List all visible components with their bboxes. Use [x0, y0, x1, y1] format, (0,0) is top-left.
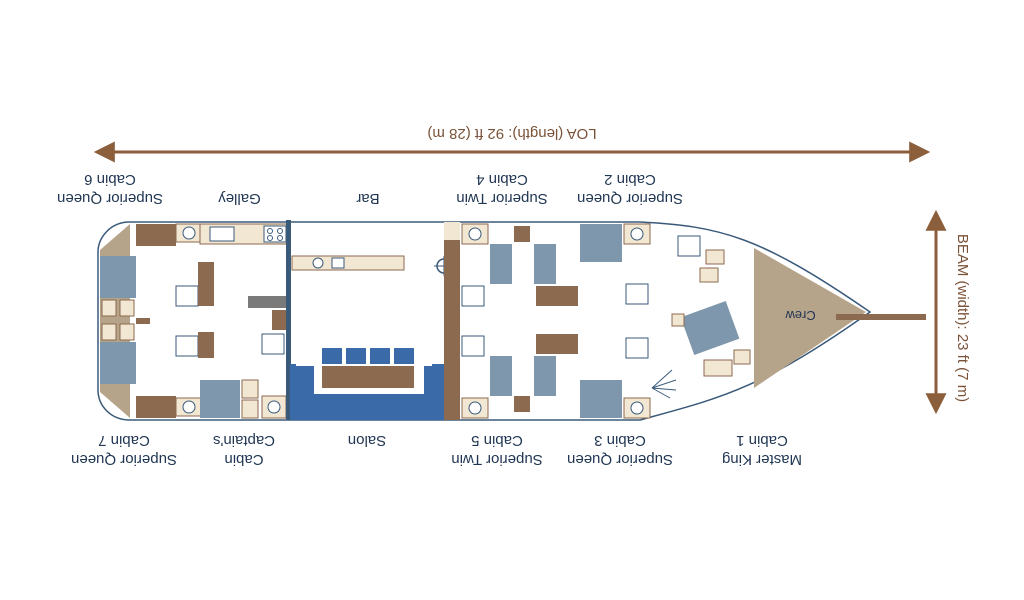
salon-chair	[346, 348, 366, 364]
aft-partition	[198, 262, 214, 306]
sink-icon	[630, 227, 644, 241]
cabin-1-nightstand	[671, 313, 685, 327]
galley-table	[272, 310, 288, 330]
cabin-1-chair-2	[699, 267, 719, 283]
label-cabin-6: Cabin 6	[84, 171, 136, 188]
salon-table	[322, 366, 414, 388]
aft-partition-2	[198, 332, 214, 358]
label-cabin-5-type: Superior Twin	[451, 451, 542, 468]
cabin-1-chair	[705, 249, 725, 265]
salon-cushion-right	[424, 366, 442, 418]
bar-counter	[291, 255, 405, 271]
label-cabin-2: Cabin 2	[604, 171, 656, 188]
forward-bulkhead	[444, 222, 460, 420]
label-cabin-6-type: Superior Queen	[57, 190, 163, 207]
sink-icon	[630, 401, 644, 415]
sink-icon	[267, 400, 281, 414]
stern-panel	[100, 224, 130, 418]
cabin-1-dresser	[703, 359, 733, 377]
aft-corridor-door	[136, 318, 150, 324]
cabin-1-bath-fixture	[677, 235, 701, 257]
cabin-4-nightstand	[514, 226, 530, 242]
sink-icon	[468, 401, 482, 415]
shower-icon	[461, 335, 485, 357]
label-cabin-1-type: Master King	[722, 451, 802, 468]
salon-chair	[394, 348, 414, 364]
cabin-5-bed-2	[534, 356, 556, 396]
burner-icon	[267, 235, 273, 241]
cabin-3-bed	[580, 380, 622, 418]
label-cabin-2-type: Superior Queen	[577, 190, 683, 207]
burner-icon	[277, 235, 283, 241]
shower-icon	[261, 333, 285, 355]
cabin-2-bed	[580, 224, 622, 262]
sink-icon	[182, 226, 196, 240]
beam-label: BEAM (width): 23 ft (7 m)	[954, 234, 971, 402]
shower-icon	[625, 283, 649, 305]
salon-chair	[322, 348, 342, 364]
cabin-5-nightstand	[514, 396, 530, 412]
captains-nightstand-2	[241, 399, 259, 419]
label-bar: Bar	[356, 190, 379, 207]
salon-chair	[370, 348, 390, 364]
label-cabin-3-type: Superior Queen	[567, 451, 673, 468]
label-cabin-4-type: Superior Twin	[456, 190, 547, 207]
stern-bottom-bench	[136, 396, 176, 418]
label-salon: Salon	[348, 432, 386, 449]
cabin-7-bed	[100, 342, 136, 384]
label-cabin-4: Cabin 4	[476, 171, 528, 188]
cabin-7-nightstand	[101, 323, 117, 341]
label-cabin-5: Cabin 5	[471, 432, 523, 449]
cabin-1-bed	[680, 300, 740, 356]
burner-icon	[277, 228, 283, 234]
bulkhead	[286, 220, 291, 420]
cabin-4-bed-2	[534, 244, 556, 284]
cabin-6-bed	[100, 256, 136, 298]
loa-label: LOA (length): 92 ft (28 m)	[427, 125, 596, 142]
label-captains-cabin-2: Cabin	[224, 451, 263, 468]
label-captains-cabin: Captain's	[213, 432, 275, 449]
cabin-5-closet	[536, 334, 578, 354]
stove-icon	[263, 225, 287, 243]
bar-appliance	[331, 257, 345, 269]
burner-icon	[267, 228, 273, 234]
forward-bulkhead-trim	[444, 222, 460, 240]
cabin-4-bed-1	[490, 244, 512, 284]
galley-sink-icon	[209, 226, 235, 242]
cabin-6-nightstand	[101, 299, 117, 317]
cabin-6-nightstand-2	[119, 299, 135, 317]
shower-icon	[175, 285, 199, 307]
label-cabin-1: Cabin 1	[736, 432, 788, 449]
cabin-7-nightstand-2	[119, 323, 135, 341]
cabin-5-bed-1	[490, 356, 512, 396]
cabin-1-fan-shower-icon	[651, 369, 677, 399]
shower-icon	[175, 335, 199, 357]
label-cabin-3: Cabin 3	[594, 432, 646, 449]
crew-label: Crew	[785, 308, 816, 323]
cabin-1-armchair	[733, 349, 751, 365]
shower-icon	[461, 285, 485, 307]
crew-quarters	[754, 248, 866, 388]
stern-top-bench	[136, 224, 176, 246]
shower-icon	[625, 337, 649, 359]
cabin-4-closet	[536, 286, 578, 306]
label-galley: Galley	[218, 190, 261, 207]
salon-cushion-left	[292, 366, 314, 418]
bar-sink-icon	[312, 257, 324, 269]
label-cabin-7: Cabin 7	[98, 432, 150, 449]
bowsprit	[836, 314, 926, 320]
captains-nightstand	[241, 379, 259, 399]
sink-icon	[182, 400, 196, 414]
label-cabin-7-type: Superior Queen	[71, 451, 177, 468]
galley-fridge	[248, 296, 286, 308]
captains-cabin-bed	[200, 380, 240, 418]
sink-icon	[468, 227, 482, 241]
